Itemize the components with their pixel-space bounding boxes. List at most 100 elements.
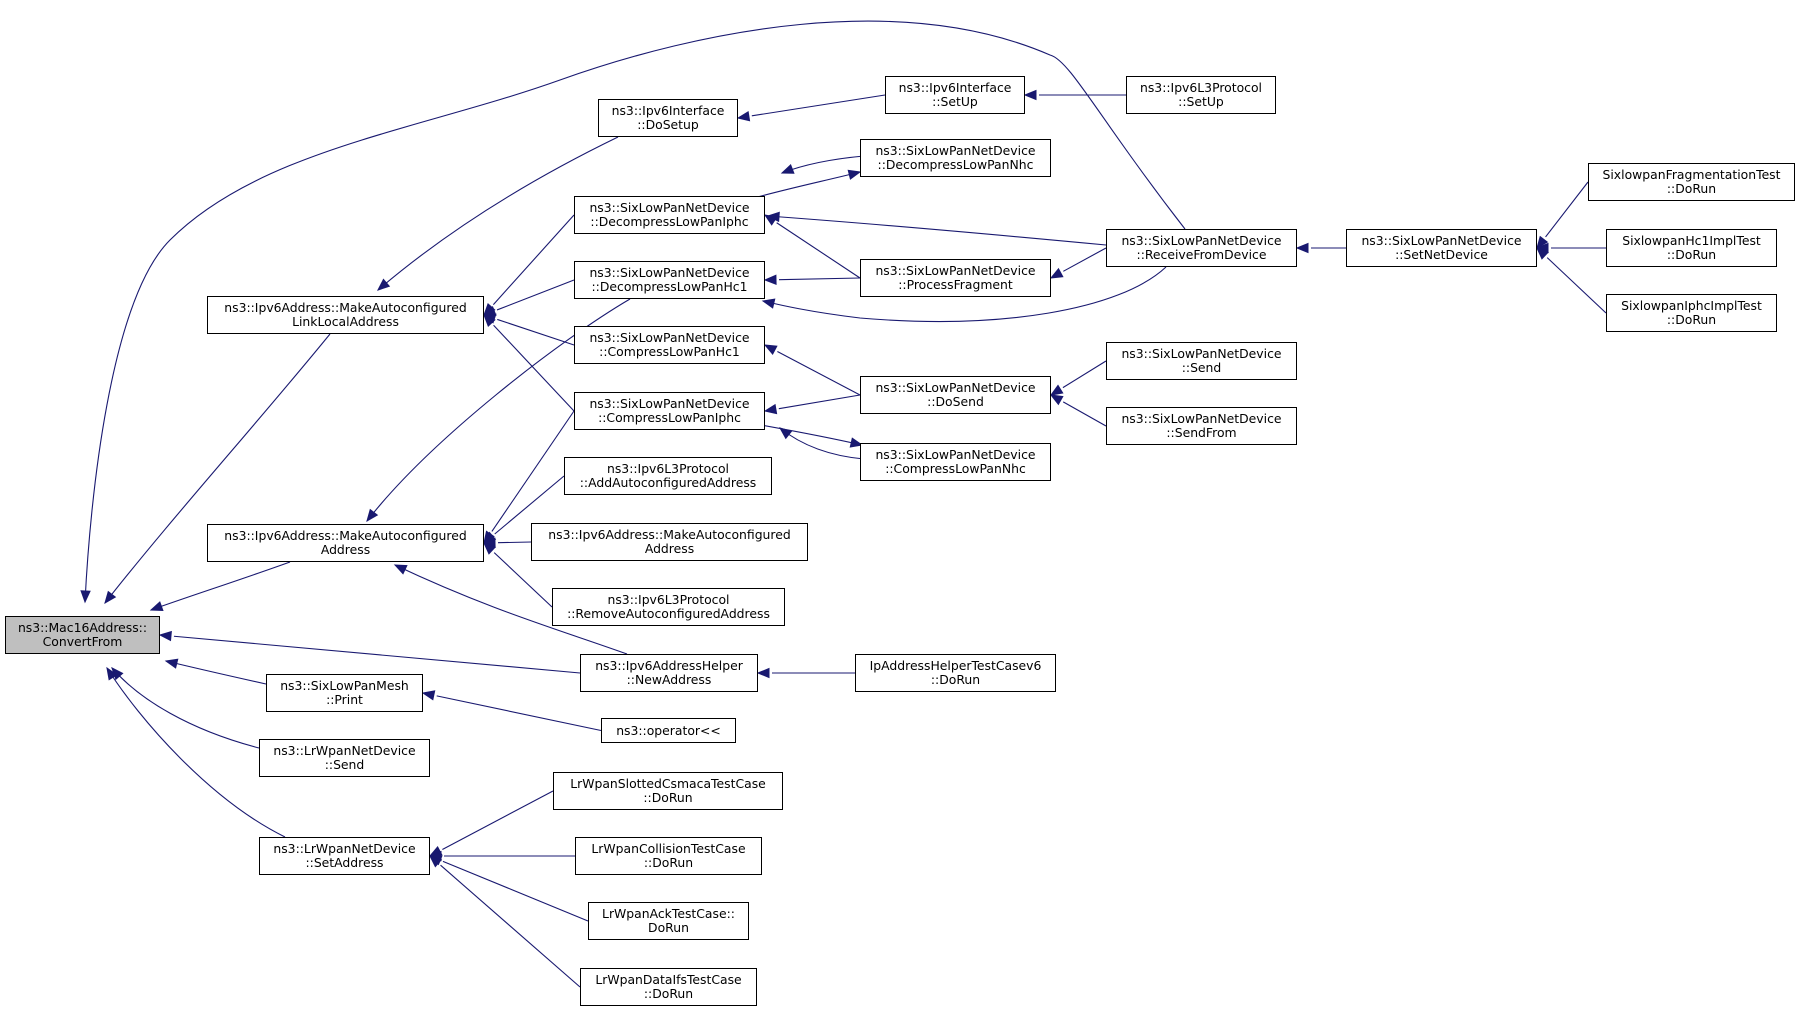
node-label-line2: ::DecompressLowPanIphc (590, 214, 749, 229)
node-compresslowpaniphc[interactable]: ns3::SixLowPanNetDevice::CompressLowPanI… (574, 392, 765, 430)
node-label-line1: ns3::SixLowPanNetDevice (1121, 411, 1282, 426)
node-label-line2: ::SetUp (1178, 94, 1224, 109)
edge-setnet-to-fragtest (1545, 181, 1589, 238)
node-ipv6addresshelper-newaddress[interactable]: ns3::Ipv6AddressHelper::NewAddress (580, 654, 758, 692)
edge-mall-to-dliphc (492, 214, 575, 305)
edge-lrsetaddr-to-dataifs (440, 864, 581, 988)
node-label-line2: ::DoRun (643, 790, 693, 805)
node-sixlowpanmesh-print[interactable]: ns3::SixLowPanMesh::Print (266, 674, 423, 712)
edge-arrowhead (763, 274, 777, 286)
node-label-line2: Address (320, 542, 371, 557)
edge-root-to-recv (84, 20, 1186, 603)
node-setnetdevice[interactable]: ns3::SixLowPanNetDevice::SetNetDevice (1346, 229, 1537, 267)
edge-arrowhead (483, 542, 496, 555)
node-decompresslowpanhc1[interactable]: ns3::SixLowPanNetDevice::DecompressLowPa… (574, 261, 765, 299)
node-sixlowpanhc1impltest-dorun[interactable]: SixlowpanHc1ImplTest::DoRun (1606, 229, 1777, 267)
edge-arrowhead (1536, 247, 1549, 260)
node-label-line1: ns3::Ipv6L3Protocol (607, 592, 730, 607)
node-ipv6l3protocol-removeautoconfiguredaddress[interactable]: ns3::Ipv6L3Protocol::RemoveAutoconfigure… (552, 588, 785, 626)
node-dosend[interactable]: ns3::SixLowPanNetDevice::DoSend (860, 376, 1051, 414)
edge-clhc1-to-dosend (777, 351, 861, 396)
edge-maa-to-dlhc1 (366, 298, 631, 522)
node-label-line1: ns3::SixLowPanNetDevice (589, 330, 750, 345)
node-label-line2: ConvertFrom (42, 634, 123, 649)
edge-arrowhead (1049, 384, 1064, 396)
node-label-line2: ::Send (324, 757, 365, 772)
node-label-line2: ::SetUp (932, 94, 978, 109)
node-label-line2: ::CompressLowPanIphc (598, 410, 741, 425)
edge-mall-to-clhc1 (497, 318, 575, 346)
edge-arrowhead (1049, 394, 1064, 406)
node-sixlowpanfragmentationtest-dorun[interactable]: SixlowpanFragmentationTest::DoRun (1588, 163, 1795, 201)
node-label-line1: ns3::operator<< (616, 722, 721, 738)
node-label-line1: LrWpanDataIfsTestCase (595, 972, 742, 987)
node-label-line1: ns3::Ipv6L3Protocol (1140, 80, 1262, 95)
node-label-line2: ::NewAddress (626, 672, 712, 687)
node-label-line1: ns3::SixLowPanNetDevice (875, 263, 1036, 278)
edge-arrowhead (736, 111, 751, 122)
edge-arrowhead (1295, 242, 1309, 254)
node-mac16address-convertfrom[interactable]: ns3::Mac16Address::ConvertFrom (5, 616, 160, 654)
edge-arrowhead (1536, 235, 1549, 250)
node-lrwpanslottedcsmacatestcase-dorun[interactable]: LrWpanSlottedCsmacaTestCase::DoRun (553, 772, 783, 810)
node-processfragment[interactable]: ns3::SixLowPanNetDevice::ProcessFragment (860, 259, 1051, 297)
node-ipv6interface-dosetup[interactable]: ns3::Ipv6Interface::DoSetup (598, 99, 738, 137)
edge-dlhc1-to-recv (762, 266, 1167, 322)
edge-arrowhead (756, 667, 770, 679)
edge-arrowhead (483, 314, 496, 327)
edge-arrowhead (763, 403, 778, 415)
node-compresslowpanhc1[interactable]: ns3::SixLowPanNetDevice::CompressLowPanH… (574, 326, 765, 364)
node-label-line2: ::DoSetup (637, 117, 699, 132)
node-decompresslowpannhc[interactable]: ns3::SixLowPanNetDevice::DecompressLowPa… (860, 139, 1051, 177)
node-lrwpannetdevice-setaddress[interactable]: ns3::LrWpanNetDevice::SetAddress (259, 837, 430, 875)
edge-arrowhead (164, 658, 179, 669)
node-label-line2: ::Print (326, 692, 363, 707)
edge-root-to-lrsend (111, 667, 260, 749)
node-ipaddresshelpertestcasev6-dorun[interactable]: IpAddressHelperTestCasev6::DoRun (855, 654, 1056, 692)
node-receivefromdevice[interactable]: ns3::SixLowPanNetDevice::ReceiveFromDevi… (1106, 229, 1297, 267)
node-label-line1: ns3::SixLowPanNetDevice (875, 380, 1036, 395)
node-label-line1: ns3::SixLowPanNetDevice (875, 143, 1036, 158)
node-label-line1: SixlowpanFragmentationTest (1602, 167, 1781, 182)
edge-dlhc1-to-procfrag (778, 277, 861, 281)
node-label-line2: ::Send (1181, 360, 1222, 375)
edge-dosend-to-send (1062, 360, 1107, 389)
node-label-line1: SixlowpanHc1ImplTest (1622, 233, 1761, 248)
node-ipv6interface-setup[interactable]: ns3::Ipv6Interface::SetUp (885, 76, 1025, 114)
node-ipv6l3protocol-addautoconfiguredaddress[interactable]: ns3::Ipv6L3Protocol::AddAutoconfiguredAd… (564, 457, 772, 495)
node-sixlowpaniphcimpltest-dorun[interactable]: SixlowpanIphcImplTest::DoRun (1606, 294, 1777, 332)
node-label-line2: ::DoSend (927, 394, 984, 409)
edge-arrowhead (849, 437, 864, 448)
node-label-line1: ns3::Ipv6Address::MakeAutoconfigured (224, 528, 467, 543)
node-lrwpancollisiontestcase-dorun[interactable]: LrWpanCollisionTestCase::DoRun (575, 837, 762, 875)
edge-dliphc-to-procfrag (776, 222, 861, 279)
node-label-line2: ::DoRun (1666, 312, 1717, 327)
node-label-line1: ns3::SixLowPanMesh (280, 678, 409, 693)
node-label-line2: ::RemoveAutoconfiguredAddress (567, 606, 770, 621)
edge-mall-to-dosetup (377, 136, 619, 291)
node-compresslowpannhc[interactable]: ns3::SixLowPanNetDevice::CompressLowPanN… (860, 443, 1051, 481)
edge-root-to-newaddr (173, 635, 581, 674)
node-lrwpanacktestcase-dorun[interactable]: LrWpanAckTestCase::DoRun (588, 902, 749, 940)
node-label-line1: ns3::Ipv6Address::MakeAutoconfigured (224, 300, 467, 315)
node-ipv6l3protocol-setup[interactable]: ns3::Ipv6L3Protocol::SetUp (1126, 76, 1276, 114)
edge-procfrag-to-recv (1063, 247, 1107, 272)
node-label-line2: Address (644, 541, 695, 556)
node-decompresslowpaniphc[interactable]: ns3::SixLowPanNetDevice::DecompressLowPa… (574, 196, 765, 234)
node-operator-stream[interactable]: ns3::operator<< (601, 718, 736, 743)
node-lrwpannetdevice-send[interactable]: ns3::LrWpanNetDevice::Send (259, 739, 430, 777)
node-lrwpandataifstestcase-dorun[interactable]: LrWpanDataIfsTestCase::DoRun (580, 968, 757, 1006)
edge-arrowhead (149, 601, 164, 612)
node-label-line2: ::DoRun (1666, 247, 1717, 262)
node-sixlowpannetdevice-send[interactable]: ns3::SixLowPanNetDevice::Send (1106, 342, 1297, 380)
node-sendfrom[interactable]: ns3::SixLowPanNetDevice::SendFrom (1106, 407, 1297, 445)
node-label-line2: DoRun (648, 920, 689, 935)
edge-arrowhead (106, 666, 118, 681)
edge-arrowhead (763, 344, 778, 355)
node-label-line2: LinkLocalAddress (292, 314, 399, 329)
